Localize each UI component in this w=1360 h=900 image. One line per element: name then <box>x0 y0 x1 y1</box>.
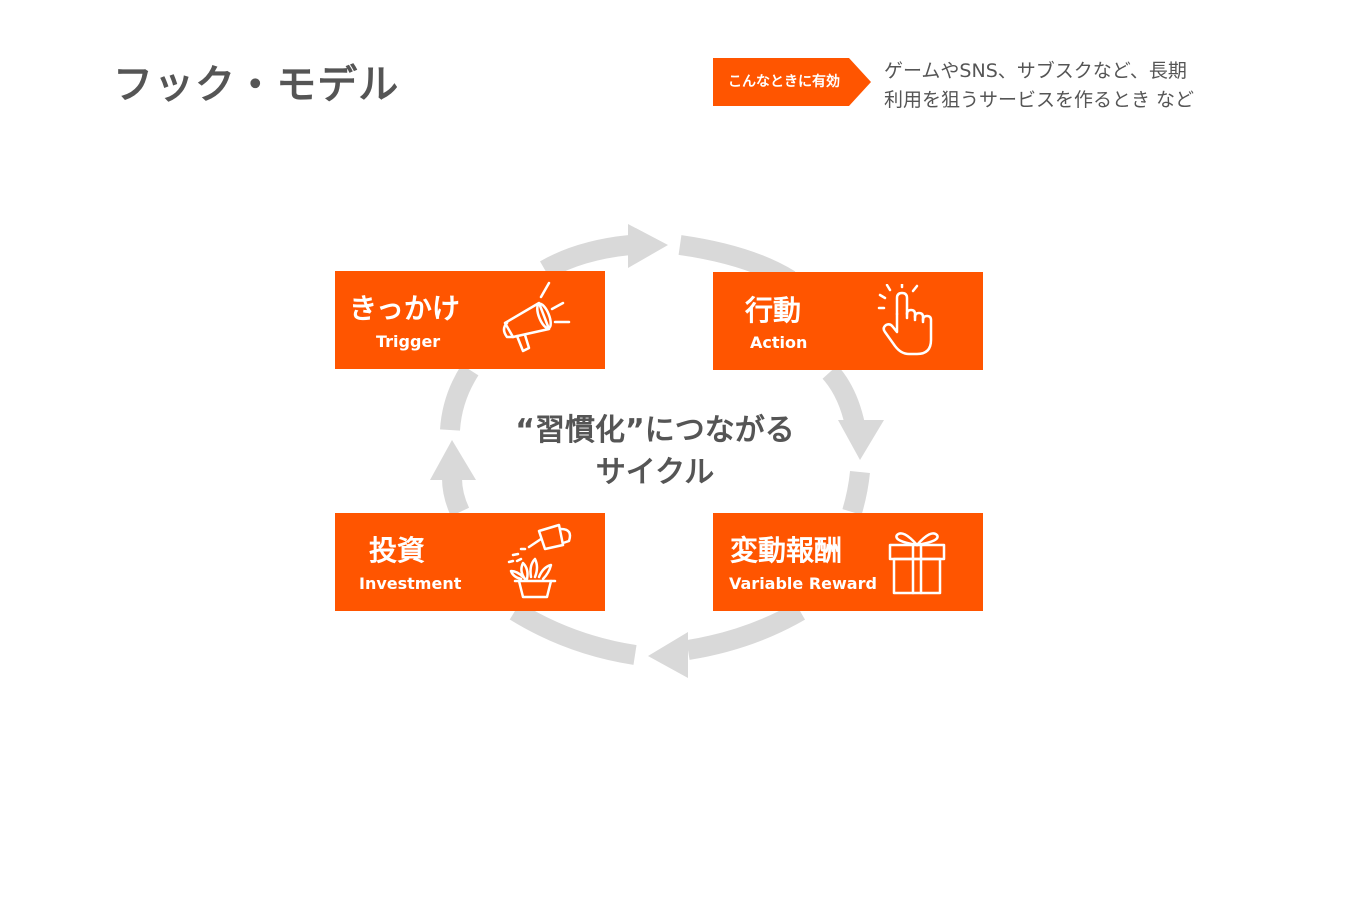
cycle-arc-left-upper <box>440 364 479 431</box>
stage-variable-reward: 変動報酬 Variable Reward <box>713 513 983 611</box>
stage-variable-reward-label-ja: 変動報酬 <box>730 534 843 567</box>
cycle-center-label-line-1: “習慣化”につながる <box>515 413 795 448</box>
badge-arrow-shape <box>713 58 871 106</box>
stage-investment-label-en: Investment <box>359 574 462 593</box>
use-case-description: ゲームやSNS、サブスクなど、長期 利用を狙うサービスを作るとき など <box>884 57 1194 115</box>
cycle-center-label-line-2: サイクル <box>595 455 715 490</box>
use-case-description-line-1: ゲームやSNS、サブスクなど、長期 <box>884 60 1187 82</box>
use-case-description-line-2: 利用を狙うサービスを作るとき など <box>884 89 1195 111</box>
use-case-badge: こんなときに有効 <box>713 58 871 106</box>
megaphone-icon <box>502 281 571 353</box>
page-title: フック・モデル <box>113 62 400 108</box>
cycle-arrowhead-bottom <box>648 632 688 678</box>
cycle-arc-top-left <box>540 235 632 279</box>
stage-variable-reward-label-en: Variable Reward <box>729 574 877 593</box>
watering-can-plant-icon <box>507 523 572 599</box>
stage-trigger-label-ja: きっかけ <box>349 292 460 325</box>
cycle-arrowhead-top <box>628 224 668 268</box>
cycle-arrowhead-left <box>430 440 476 480</box>
cycle-arc-right-upper <box>822 365 865 428</box>
gift-box-icon <box>888 532 946 595</box>
cycle-arc-left-lower <box>442 477 470 517</box>
cycle-arc-bottom-right <box>686 602 806 660</box>
stage-action-label-en: Action <box>750 333 808 352</box>
stage-trigger: きっかけ Trigger <box>335 271 605 369</box>
stage-trigger-label-en: Trigger <box>376 332 441 351</box>
use-case-badge-label: こんなときに有効 <box>728 74 840 90</box>
cycle-arc-right-lower <box>842 470 870 515</box>
pointing-hand-icon <box>877 284 933 356</box>
cycle-arc-bottom-left <box>509 602 637 665</box>
cycle-arrowhead-right <box>838 420 884 460</box>
cycle-center-label: “習慣化”につながる サイクル <box>455 410 855 494</box>
stage-action: 行動 Action <box>713 272 983 370</box>
stage-investment: 投資 Investment <box>335 513 605 611</box>
stage-investment-label-ja: 投資 <box>369 534 426 567</box>
stage-action-label-ja: 行動 <box>745 294 802 327</box>
